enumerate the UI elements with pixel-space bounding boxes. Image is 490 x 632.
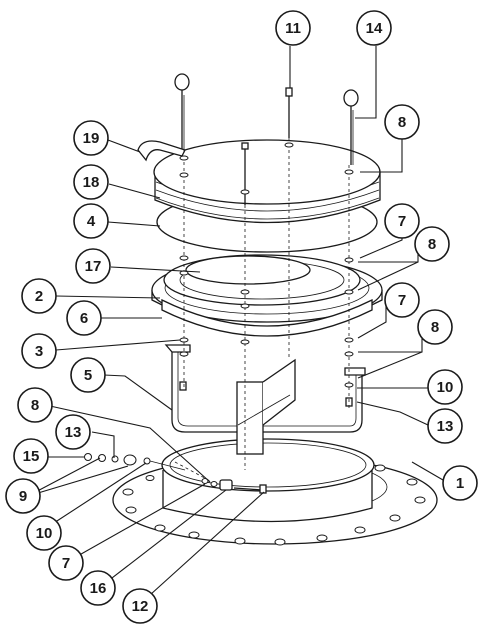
cover-lid — [153, 139, 381, 224]
svg-text:4: 4 — [87, 213, 96, 230]
svg-text:17: 17 — [85, 258, 102, 275]
svg-text:10: 10 — [437, 379, 454, 396]
callout-9: 9 — [5, 478, 41, 514]
svg-text:3: 3 — [35, 343, 43, 360]
callout-7-middle: 7 — [384, 282, 420, 318]
callout-5: 5 — [70, 357, 106, 393]
svg-text:5: 5 — [84, 367, 92, 384]
svg-text:2: 2 — [35, 288, 43, 305]
svg-text:7: 7 — [62, 555, 70, 572]
flange-bolt-holes — [122, 457, 426, 546]
callout-3: 3 — [21, 333, 57, 369]
callout-12: 12 — [122, 588, 158, 624]
svg-text:18: 18 — [83, 174, 100, 191]
callout-8-middle: 8 — [417, 309, 453, 345]
svg-text:8: 8 — [398, 114, 406, 131]
svg-text:8: 8 — [428, 236, 436, 253]
svg-text:1: 1 — [456, 475, 464, 492]
svg-text:8: 8 — [31, 397, 39, 414]
base-flange — [112, 438, 438, 546]
washers — [179, 142, 354, 388]
side-fitting — [84, 453, 267, 494]
callout-7-upper: 7 — [384, 203, 420, 239]
svg-text:7: 7 — [398, 213, 406, 230]
callout-18: 18 — [73, 164, 109, 200]
support-bracket — [164, 344, 366, 455]
callout-19: 19 — [73, 120, 109, 156]
svg-text:8: 8 — [431, 319, 439, 336]
callout-10-right: 10 — [427, 369, 463, 405]
svg-text:12: 12 — [132, 598, 149, 615]
callout-8-top: 8 — [384, 104, 420, 140]
gasket-ring — [163, 254, 361, 306]
callout-8-left: 8 — [17, 387, 53, 423]
svg-text:6: 6 — [80, 310, 88, 327]
svg-text:7: 7 — [398, 292, 406, 309]
lifting-eye-bolts — [174, 73, 359, 205]
svg-text:11: 11 — [285, 20, 301, 37]
callout-13-right: 13 — [427, 408, 463, 444]
callout-15: 15 — [13, 438, 49, 474]
callout-8-upper: 8 — [414, 226, 450, 262]
svg-text:15: 15 — [23, 448, 40, 465]
callout-2: 2 — [21, 278, 57, 314]
callout-11: 11 — [275, 10, 311, 46]
svg-text:16: 16 — [90, 580, 107, 597]
callout-13-left: 13 — [55, 414, 91, 450]
svg-text:19: 19 — [83, 130, 100, 147]
callout-6: 6 — [66, 300, 102, 336]
callout-10-left: 10 — [26, 515, 62, 551]
callout-7-lower: 7 — [48, 545, 84, 581]
callout-16: 16 — [80, 570, 116, 606]
svg-text:10: 10 — [36, 525, 53, 542]
svg-text:14: 14 — [366, 20, 383, 37]
assembly-axis-lines — [183, 138, 350, 470]
callout-17: 17 — [75, 248, 111, 284]
callout-1: 1 — [442, 465, 478, 501]
callout-14: 14 — [356, 10, 392, 46]
svg-text:13: 13 — [65, 424, 82, 441]
callout-4: 4 — [73, 203, 109, 239]
svg-text:9: 9 — [19, 488, 27, 505]
svg-text:13: 13 — [437, 418, 454, 435]
